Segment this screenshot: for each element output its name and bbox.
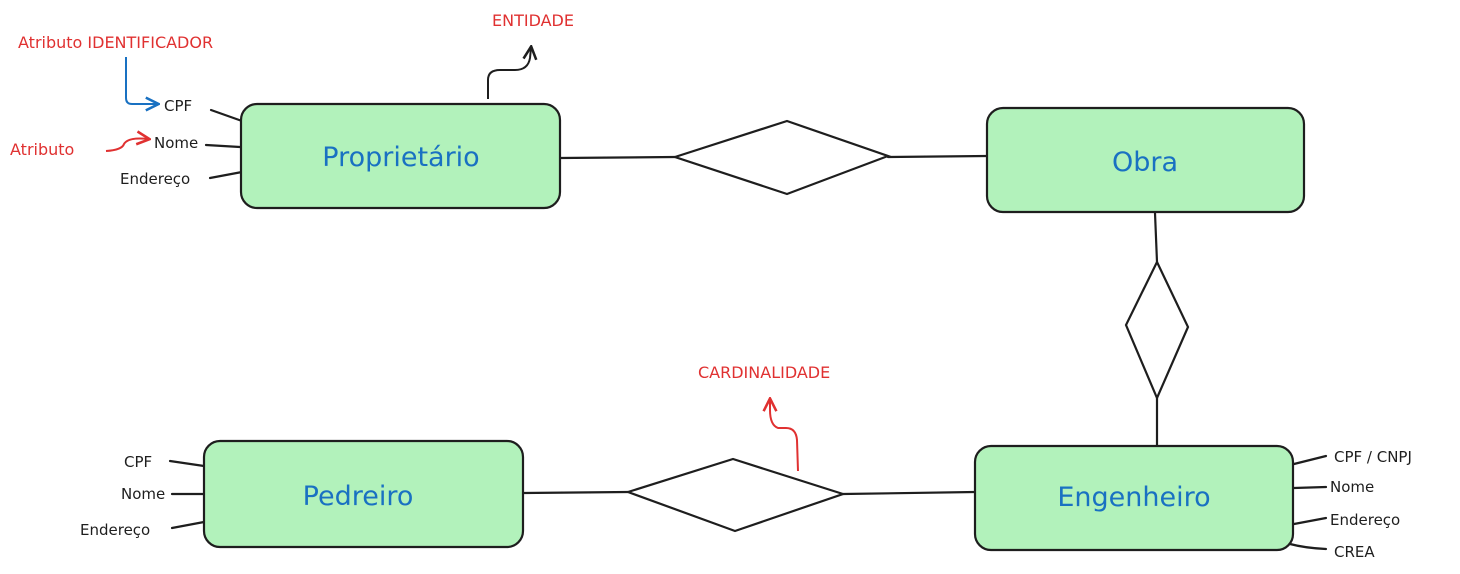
attr-line-engenheiro-nome <box>1292 485 1328 490</box>
annotation-atributo-arrow <box>105 139 148 152</box>
annotation-identificador-arrow <box>125 57 157 104</box>
annotation-cardinalidade: CARDINALIDADE <box>698 363 830 382</box>
attr-pedreiro-endereco: Endereço <box>80 521 150 539</box>
relationship-obra-engenheiro[interactable] <box>1124 259 1190 401</box>
attr-engenheiro-nome: Nome <box>1330 478 1374 496</box>
attr-pedreiro-nome: Nome <box>121 485 165 503</box>
attr-proprietario-nome: Nome <box>154 134 198 152</box>
entity-obra[interactable]: Obra <box>985 106 1306 214</box>
attr-engenheiro-cpf-cnpj: CPF / CNPJ <box>1334 448 1412 466</box>
annotation-atributo-identificador: Atributo IDENTIFICADOR <box>18 33 213 52</box>
attr-line-engenheiro-cpf <box>1292 454 1328 466</box>
entity-pedreiro[interactable]: Pedreiro <box>202 439 525 549</box>
attr-engenheiro-endereco: Endereço <box>1330 511 1400 529</box>
attr-line-pedreiro-cpf <box>168 459 206 468</box>
connector-proprietario-rel <box>558 155 677 160</box>
entity-proprietario-label: Proprietário <box>322 142 479 173</box>
attr-line-engenheiro-endereco <box>1292 516 1328 526</box>
connector-rel-obra <box>886 154 989 159</box>
annotation-cardinalidade-arrow <box>770 400 799 472</box>
entity-obra-label: Obra <box>1112 147 1178 178</box>
attr-proprietario-endereco: Endereço <box>120 170 190 188</box>
attr-engenheiro-crea: CREA <box>1334 543 1375 561</box>
entity-engenheiro-label: Engenheiro <box>1057 482 1210 513</box>
entity-proprietario[interactable]: Proprietário <box>239 102 562 210</box>
attr-line-proprietario-endereco <box>208 170 244 180</box>
attr-proprietario-cpf: CPF <box>164 97 192 115</box>
relationship-pedreiro-engenheiro[interactable] <box>624 457 847 533</box>
attr-line-proprietario-nome <box>204 143 242 149</box>
connector-obra-rel <box>1153 211 1159 264</box>
entity-pedreiro-label: Pedreiro <box>303 481 414 512</box>
annotation-atributo: Atributo <box>10 140 74 159</box>
connector-pedreiro-rel <box>522 490 630 495</box>
entity-engenheiro[interactable]: Engenheiro <box>973 444 1295 552</box>
relationship-proprietario-obra[interactable] <box>671 119 892 196</box>
attr-line-proprietario-cpf <box>209 108 244 123</box>
annotation-entidade-arrow <box>487 48 531 99</box>
attr-line-pedreiro-endereco <box>170 520 206 530</box>
attr-line-engenheiro-crea <box>1288 542 1328 551</box>
attr-pedreiro-cpf: CPF <box>124 453 152 471</box>
connector-rel-engenheiro-bottom <box>841 490 977 496</box>
annotation-entidade: ENTIDADE <box>492 11 574 30</box>
